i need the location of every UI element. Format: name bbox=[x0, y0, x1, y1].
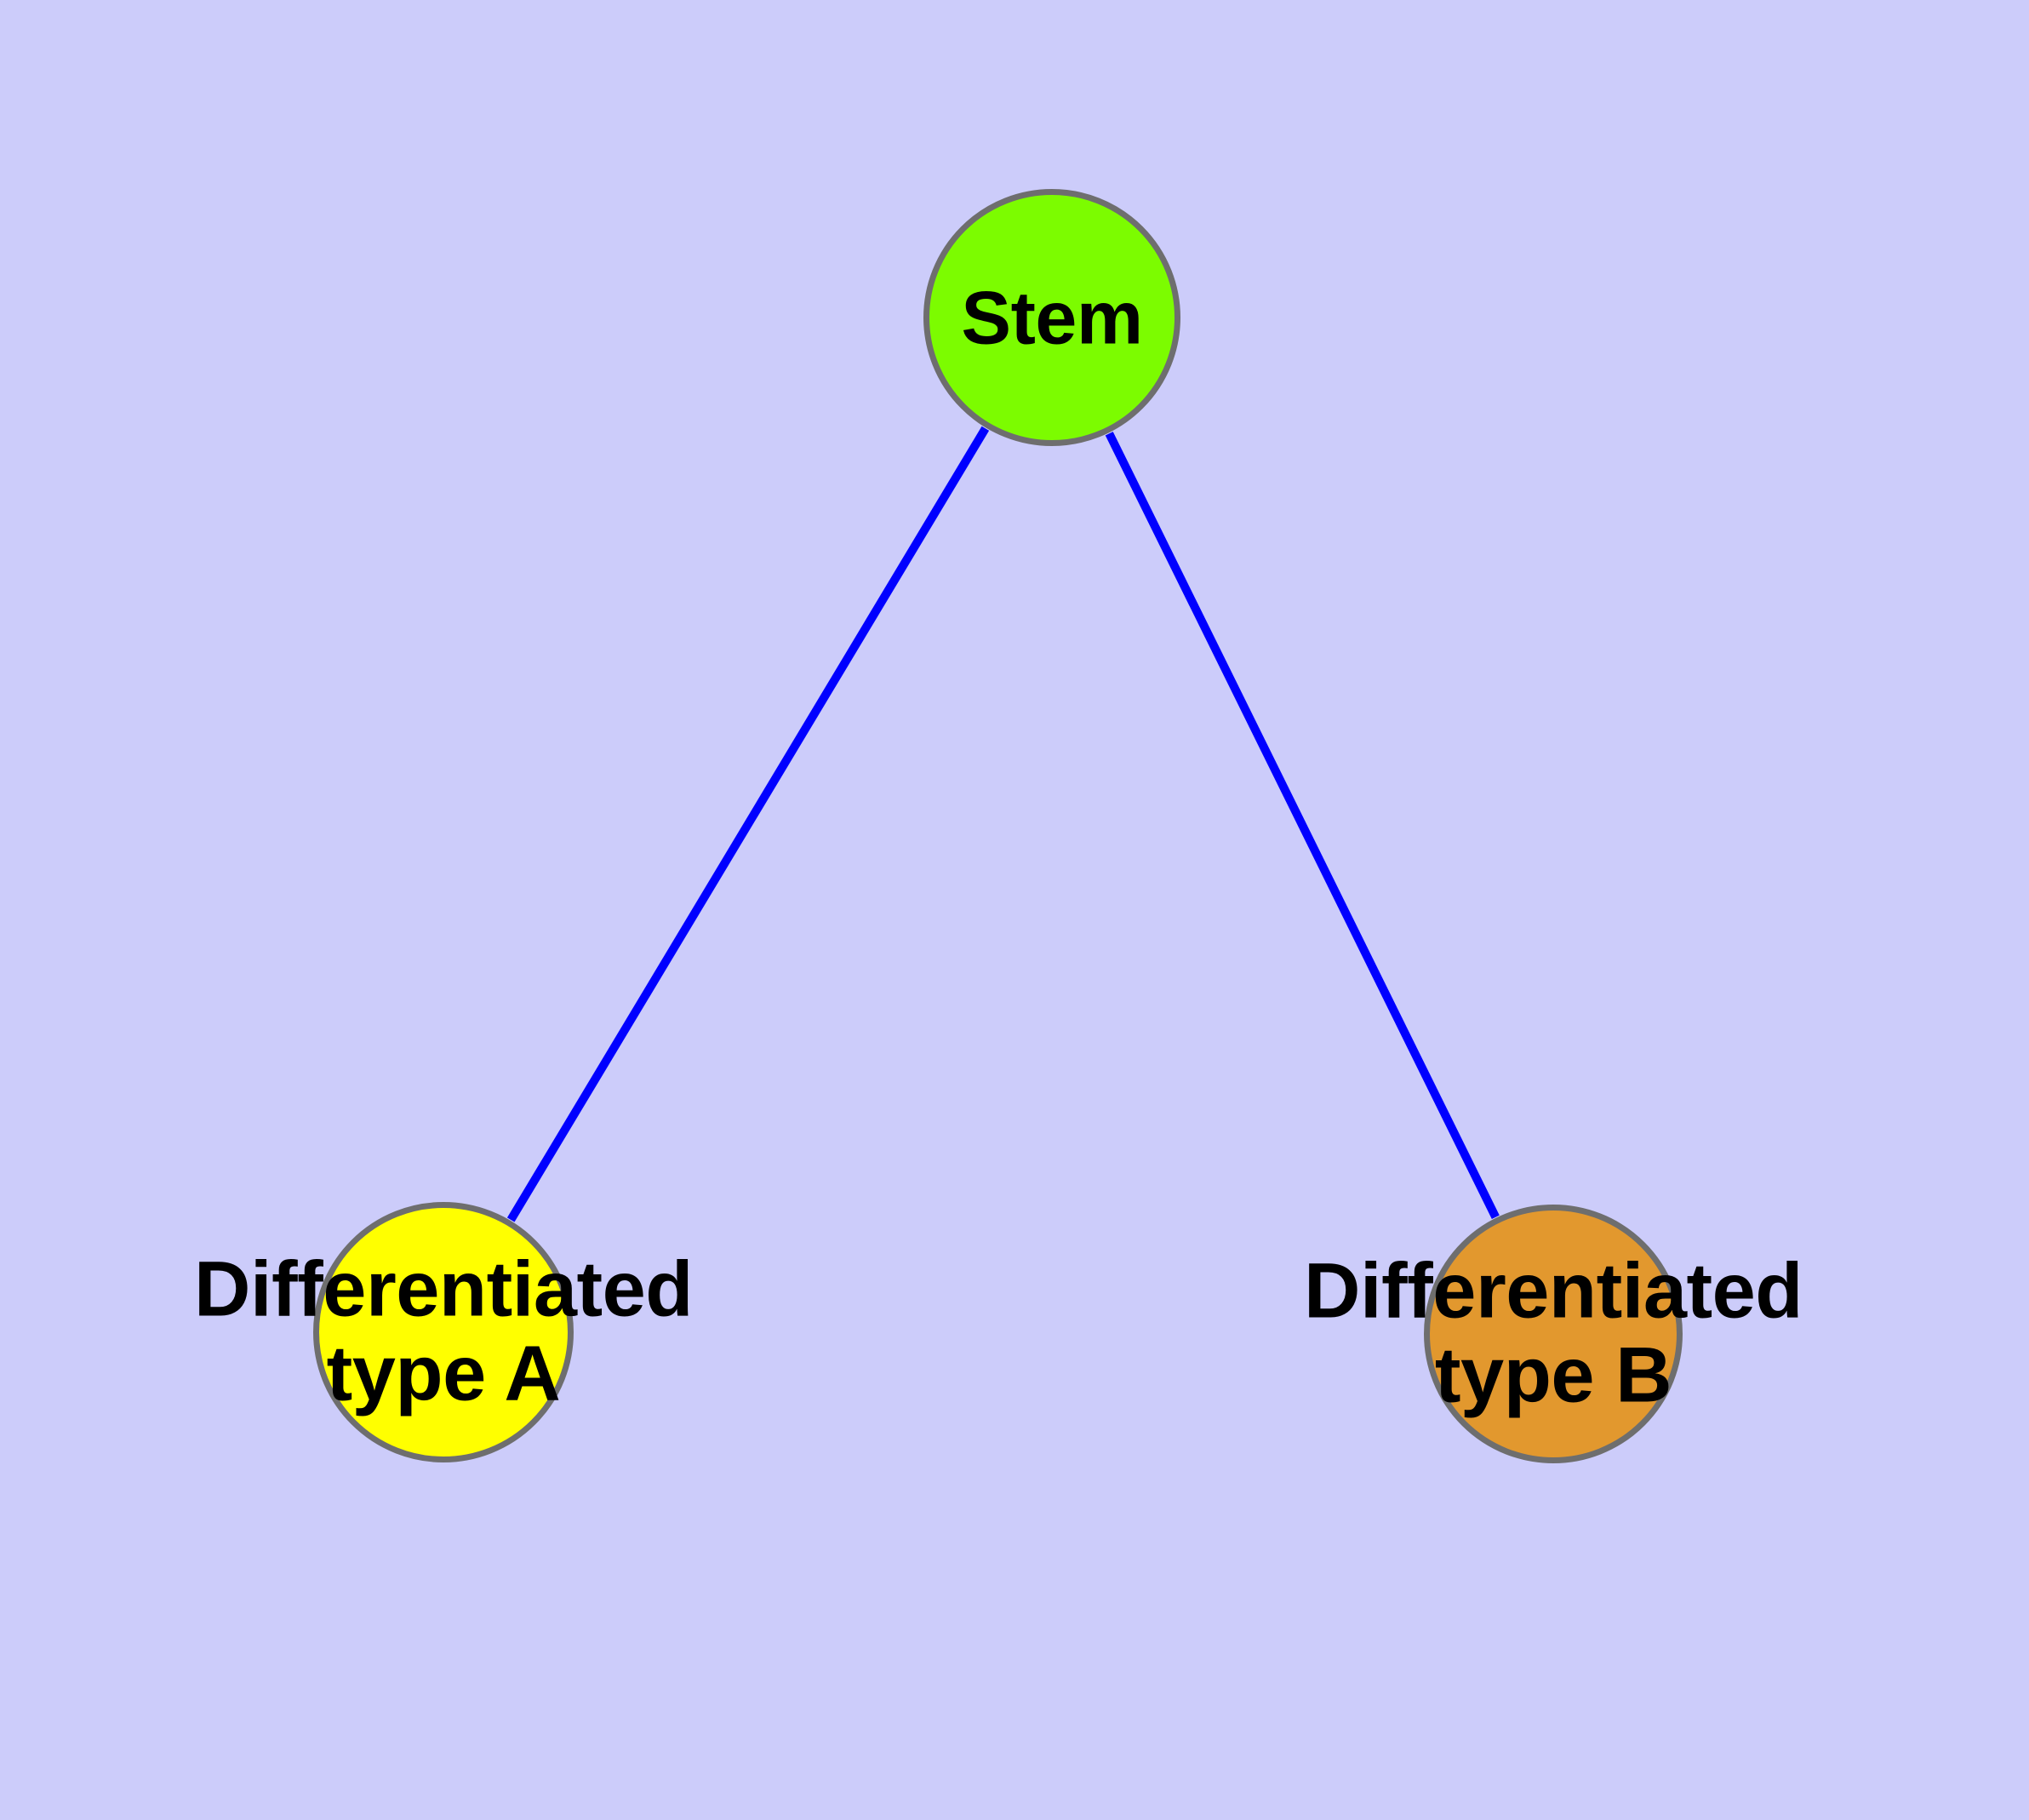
node-diff_b[interactable] bbox=[1424, 1205, 1683, 1463]
nodes-layer bbox=[313, 189, 1683, 1463]
node-stem[interactable] bbox=[923, 189, 1180, 446]
node-diff_a[interactable] bbox=[313, 1202, 574, 1462]
edge-stem-to-diff_b bbox=[1105, 432, 1500, 1219]
edges-layer bbox=[506, 426, 1500, 1222]
edge-stem-to-diff_a bbox=[506, 426, 990, 1222]
